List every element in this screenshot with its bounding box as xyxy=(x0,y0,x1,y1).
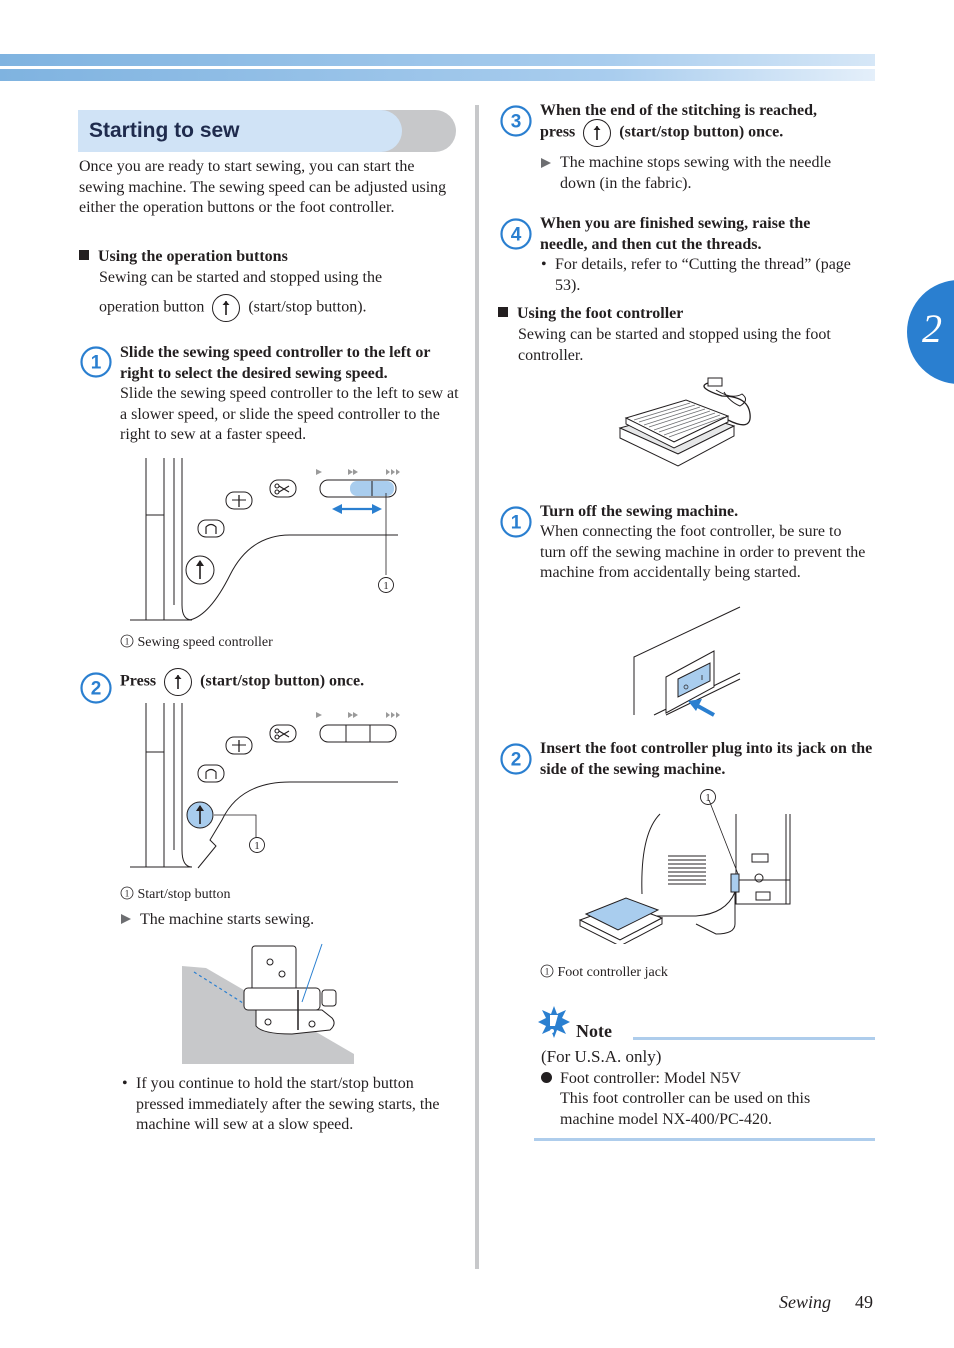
start-stop-button-icon xyxy=(212,294,241,322)
foot-controller-figure xyxy=(618,377,751,467)
step-3-number-icon: 3 xyxy=(500,105,532,137)
reverse-stitch-icon xyxy=(205,523,217,534)
note-line-1: Foot controller: Model N5V xyxy=(541,1069,741,1090)
fig1-caption: 1 Sewing speed controller xyxy=(120,633,273,654)
start-stop-button-icon xyxy=(164,668,193,696)
chapter-number: 2 xyxy=(922,306,942,351)
step-3-heading-line2: press (start/stop button) once. xyxy=(540,119,783,147)
start-stop-icon-fig1 xyxy=(196,560,204,579)
square-bullet-icon xyxy=(498,307,508,317)
result-arrow-icon xyxy=(541,158,551,168)
note-icon xyxy=(538,1006,570,1038)
speed-indicator-icons xyxy=(316,469,400,475)
svg-text:4: 4 xyxy=(511,225,522,246)
svg-text:1: 1 xyxy=(125,889,130,899)
svg-text:2: 2 xyxy=(511,750,522,771)
svg-text:1: 1 xyxy=(511,513,522,534)
foot-controller-jack-figure: 1 xyxy=(578,789,791,944)
step-2-result: The machine starts sewing. xyxy=(120,910,314,931)
foot-step-2-number-icon: 2 xyxy=(500,743,532,775)
caption-number-icon: 1 xyxy=(540,964,554,978)
fig-jack-callout: 1 xyxy=(705,792,711,804)
foot-step-1-number-icon: 1 xyxy=(500,506,532,538)
fig2-caption: 1 Start/stop button xyxy=(120,885,230,906)
header-band-top xyxy=(0,54,875,66)
jack-caption: 1 Foot controller jack xyxy=(540,963,668,984)
step-1-heading: Slide the sewing speed controller to the… xyxy=(120,344,431,382)
intro-paragraph: Once you are ready to start sewing, you … xyxy=(79,158,447,216)
fig2-callout: 1 xyxy=(254,840,260,852)
caption-number-icon: 1 xyxy=(120,634,134,648)
round-bullet-icon xyxy=(541,1072,552,1083)
presser-foot-figure xyxy=(182,943,354,1064)
subheading-foot-controller: Using the foot controller xyxy=(498,304,683,325)
note-title: Note xyxy=(576,1021,612,1041)
section-title: Starting to sew xyxy=(89,119,240,142)
note-region: (For U.S.A. only) xyxy=(541,1047,662,1066)
svg-text:1: 1 xyxy=(545,967,550,977)
footer-section: Sewing xyxy=(779,1292,831,1312)
step-1-number-icon: 1 xyxy=(80,346,112,378)
square-bullet-icon xyxy=(79,250,89,260)
speed-controller-figure: 1 xyxy=(130,458,400,621)
fig1-callout: 1 xyxy=(383,580,389,592)
section-heading: Starting to sew xyxy=(78,110,456,152)
note-line-2: This foot controller can be used on this… xyxy=(560,1090,811,1128)
step-2-heading: Press (start/stop button) once. xyxy=(120,668,364,696)
power-switch-figure xyxy=(633,606,741,717)
start-stop-button-icon xyxy=(583,119,612,147)
svg-text:1: 1 xyxy=(125,637,130,647)
result-arrow-icon xyxy=(121,914,131,924)
step-4-bullet: • For details, refer to “Cutting the thr… xyxy=(541,256,851,294)
thread-cutter-icon xyxy=(274,483,290,495)
operation-buttons-text-1: Sewing can be started and stopped using … xyxy=(99,269,383,286)
double-arrow-icon xyxy=(332,504,382,514)
start-stop-figure: 1 xyxy=(130,703,400,869)
needle-position-icon xyxy=(232,495,246,507)
left-bullet: • If you continue to hold the start/stop… xyxy=(122,1075,440,1133)
svg-text:3: 3 xyxy=(511,112,522,133)
svg-text:1: 1 xyxy=(91,353,102,374)
subheading-operation-buttons: Using the operation buttons xyxy=(79,247,288,268)
pointing-arrow-icon xyxy=(688,699,715,717)
caption-number-icon: 1 xyxy=(120,886,134,900)
column-divider xyxy=(475,105,479,1269)
note-title-rule xyxy=(633,1037,875,1040)
foot-step-2-heading: Insert the foot controller plug into its… xyxy=(540,740,873,778)
step-4-heading: When you are finished sewing, raise the … xyxy=(540,215,811,253)
foot-controller-text: Sewing can be started and stopped using … xyxy=(518,326,831,364)
svg-text:2: 2 xyxy=(91,679,102,700)
step-4-number-icon: 4 xyxy=(500,218,532,250)
note-bottom-rule xyxy=(534,1138,875,1141)
header-band-bottom xyxy=(0,69,875,81)
foot-step-1-body: When connecting the foot controller, be … xyxy=(540,523,866,581)
step-3-heading-line1: When the end of the stitching is reached… xyxy=(540,102,818,119)
operation-buttons-text-2: operation button (start/stop button). xyxy=(99,294,367,322)
step-3-result: The machine stops sewing with the needle… xyxy=(540,153,870,194)
step-1-body: Slide the sewing speed controller to the… xyxy=(120,385,459,443)
step-2-number-icon: 2 xyxy=(80,672,112,704)
foot-step-1-heading: Turn off the sewing machine. xyxy=(540,503,739,520)
footer-page-number: 49 xyxy=(855,1292,873,1312)
